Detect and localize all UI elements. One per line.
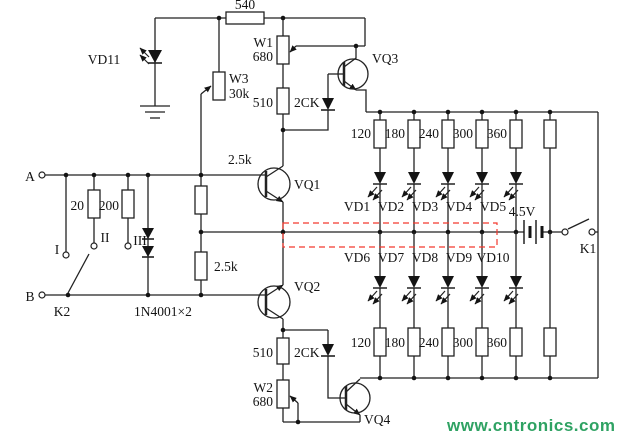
resistor-510-bottom bbox=[276, 337, 290, 365]
label-r2k5-lower: 2.5k bbox=[214, 259, 238, 274]
resistor-510-top bbox=[276, 87, 290, 115]
label-bot-res-1: 120 bbox=[351, 335, 372, 350]
label-r200: 200 bbox=[99, 198, 120, 213]
label-vq2: VQ2 bbox=[294, 279, 320, 294]
label-w3: W3 bbox=[229, 71, 249, 86]
label-r540: 540 bbox=[235, 0, 256, 12]
label-2ck-bottom: 2CK bbox=[294, 345, 320, 360]
label-top-res-1: 120 bbox=[351, 126, 372, 141]
label-bot-res-2: 180 bbox=[385, 335, 406, 350]
label-vd11: VD11 bbox=[88, 52, 121, 67]
label-k2: K2 bbox=[54, 304, 71, 319]
label-vq3: VQ3 bbox=[372, 51, 398, 66]
k1-contact-right bbox=[588, 228, 596, 236]
label-vd7: VD7 bbox=[378, 250, 404, 265]
label-top-res-4: 300 bbox=[453, 126, 474, 141]
diode-vd11 bbox=[139, 47, 162, 65]
pot-w2 bbox=[276, 379, 290, 409]
k2-contact-ii bbox=[90, 242, 98, 250]
battery-4v5 bbox=[523, 220, 544, 244]
label-w3-value: 30k bbox=[229, 86, 250, 101]
components bbox=[38, 11, 596, 414]
label-1n4001: 1N4001×2 bbox=[134, 304, 192, 319]
label-pos-iii: III bbox=[133, 233, 147, 248]
label-bot-res-4: 300 bbox=[453, 335, 474, 350]
diode-2ck-bottom bbox=[321, 344, 335, 357]
watermark-url: www.cntronics.com bbox=[446, 416, 615, 435]
label-w2-value: 680 bbox=[253, 394, 274, 409]
resistor-2k5-lower bbox=[194, 251, 208, 281]
label-w2: W2 bbox=[254, 380, 274, 395]
label-top-res-3: 240 bbox=[419, 126, 440, 141]
k2-contact-i bbox=[62, 251, 70, 259]
transistor-vq4 bbox=[339, 382, 371, 414]
label-w1: W1 bbox=[254, 35, 274, 50]
label-vq4: VQ4 bbox=[364, 412, 390, 427]
label-r510-top: 510 bbox=[253, 95, 274, 110]
label-r510-bottom: 510 bbox=[253, 345, 274, 360]
wire-network bbox=[45, 17, 599, 423]
terminal-b bbox=[38, 291, 46, 299]
bottom-branch-6 bbox=[543, 231, 557, 381]
label-vd5: VD5 bbox=[480, 199, 506, 214]
label-vd3: VD3 bbox=[412, 199, 438, 214]
diodes-1n4001 bbox=[142, 228, 154, 258]
label-vd4: VD4 bbox=[446, 199, 472, 214]
diode-2ck-top bbox=[321, 98, 335, 111]
label-vd8: VD8 bbox=[412, 250, 438, 265]
labels: 540 VD11 W1 680 W3 30k 510 2CK VQ3 2.5k … bbox=[25, 0, 615, 435]
transistor-vq3 bbox=[337, 58, 369, 90]
label-vd9: VD9 bbox=[446, 250, 472, 265]
label-k1: K1 bbox=[580, 241, 597, 256]
k2-contact-iii bbox=[124, 242, 132, 250]
label-top-res-5: 360 bbox=[487, 126, 508, 141]
label-battery: 4.5V bbox=[509, 204, 536, 219]
resistor-2k5-upper bbox=[194, 185, 208, 215]
label-bot-res-5: 360 bbox=[487, 335, 508, 350]
label-vq1: VQ1 bbox=[294, 177, 320, 192]
label-vd10: VD10 bbox=[477, 250, 510, 265]
terminal-a bbox=[38, 171, 46, 179]
watermark-overlay-box bbox=[282, 222, 498, 248]
label-vd6: VD6 bbox=[344, 250, 370, 265]
label-bot-res-3: 240 bbox=[419, 335, 440, 350]
label-terminal-b: B bbox=[25, 289, 34, 304]
transistor-vq1 bbox=[257, 167, 291, 201]
transistor-vq2 bbox=[257, 285, 291, 319]
label-2ck-top: 2CK bbox=[294, 95, 320, 110]
label-r20: 20 bbox=[71, 198, 85, 213]
k1-contact-left bbox=[561, 228, 569, 236]
label-r2k5-upper: 2.5k bbox=[228, 152, 252, 167]
resistor-540 bbox=[225, 11, 265, 25]
label-pos-i: I bbox=[55, 242, 60, 257]
resistor-20 bbox=[87, 189, 101, 219]
label-w1-value: 680 bbox=[253, 49, 274, 64]
label-terminal-a: A bbox=[25, 169, 35, 184]
junction-dots bbox=[63, 15, 359, 425]
label-top-res-2: 180 bbox=[385, 126, 406, 141]
label-vd2: VD2 bbox=[378, 199, 404, 214]
label-vd1: VD1 bbox=[344, 199, 370, 214]
resistor-200 bbox=[121, 189, 135, 219]
pot-w3 bbox=[212, 71, 226, 101]
label-pos-ii: II bbox=[101, 230, 110, 245]
top-branch-6 bbox=[543, 109, 557, 235]
pot-w1 bbox=[276, 35, 290, 65]
